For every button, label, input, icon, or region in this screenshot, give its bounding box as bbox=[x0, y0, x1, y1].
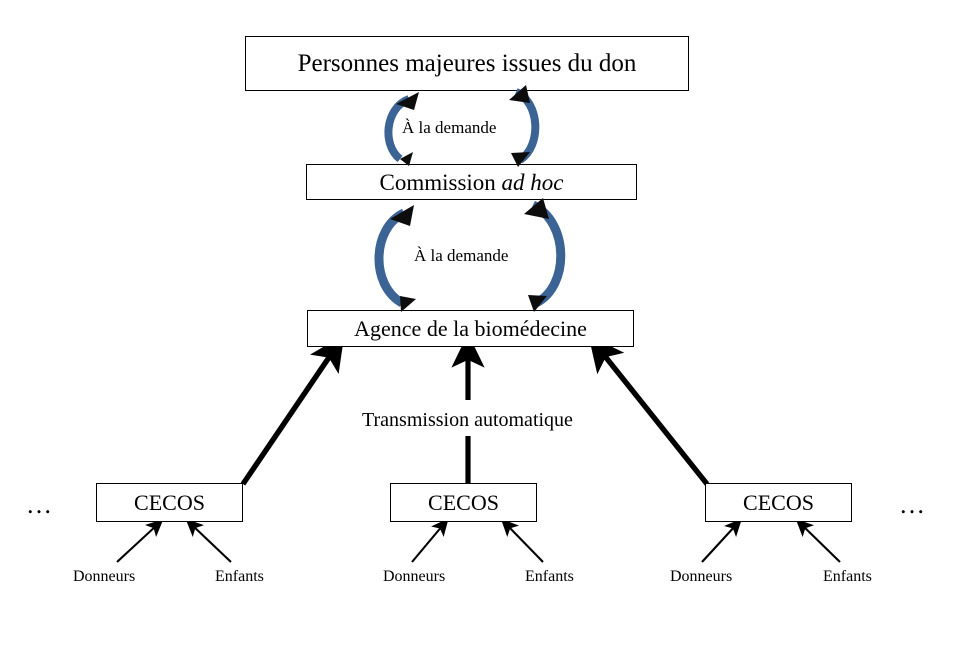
node-label-commission-prefix: Commission bbox=[379, 169, 502, 195]
node-cecos-right[interactable]: CECOS bbox=[705, 483, 852, 522]
ellipsis-right: … bbox=[899, 490, 927, 519]
source-label-enfants-center: Enfants bbox=[525, 568, 574, 585]
node-label-agency: Agence de la biomédecine bbox=[354, 315, 587, 341]
node-cecos-left[interactable]: CECOS bbox=[96, 483, 243, 522]
source-label-donneurs-left: Donneurs bbox=[73, 568, 136, 585]
edge-donneurs-left-to-cecos bbox=[116, 519, 164, 563]
edge-label-transmission-automatique: Transmission automatique bbox=[357, 408, 578, 432]
edge-cecos-right-to-agency bbox=[588, 335, 710, 486]
ellipsis-left: … bbox=[26, 490, 54, 519]
edge-label-cycle-bottom: À la demande bbox=[410, 246, 513, 265]
source-label-donneurs-center: Donneurs bbox=[383, 568, 446, 585]
node-agence-de-la-biomedecine[interactable]: Agence de la biomédecine bbox=[307, 310, 634, 347]
edge-enfants-center-to-cecos bbox=[500, 518, 544, 563]
node-personnes-majeures-issues-du-don[interactable]: Personnes majeures issues du don bbox=[245, 36, 689, 91]
edge-cecos-left-to-agency bbox=[240, 334, 345, 486]
source-label-enfants-left: Enfants bbox=[215, 568, 264, 585]
edge-enfants-left-to-cecos bbox=[185, 518, 232, 563]
source-label-donneurs-right: Donneurs bbox=[670, 568, 733, 585]
node-label-commission-italic: ad hoc bbox=[501, 169, 564, 195]
edge-enfants-right-to-cecos bbox=[795, 518, 841, 563]
edge-donneurs-right-to-cecos bbox=[701, 518, 742, 563]
node-commission-ad-hoc[interactable]: Commission ad hoc bbox=[306, 164, 637, 200]
node-label-beneficiaries: Personnes majeures issues du don bbox=[297, 50, 637, 77]
edge-donneurs-center-to-cecos bbox=[411, 518, 449, 563]
source-label-enfants-right: Enfants bbox=[823, 568, 872, 585]
node-label-commission: Commission ad hoc bbox=[379, 171, 563, 194]
node-label-cecos-left: CECOS bbox=[134, 489, 205, 515]
node-label-cecos-right: CECOS bbox=[743, 489, 814, 515]
node-label-cecos-center: CECOS bbox=[428, 489, 499, 515]
edge-label-cycle-top: À la demande bbox=[398, 118, 501, 137]
node-cecos-center[interactable]: CECOS bbox=[390, 483, 537, 522]
